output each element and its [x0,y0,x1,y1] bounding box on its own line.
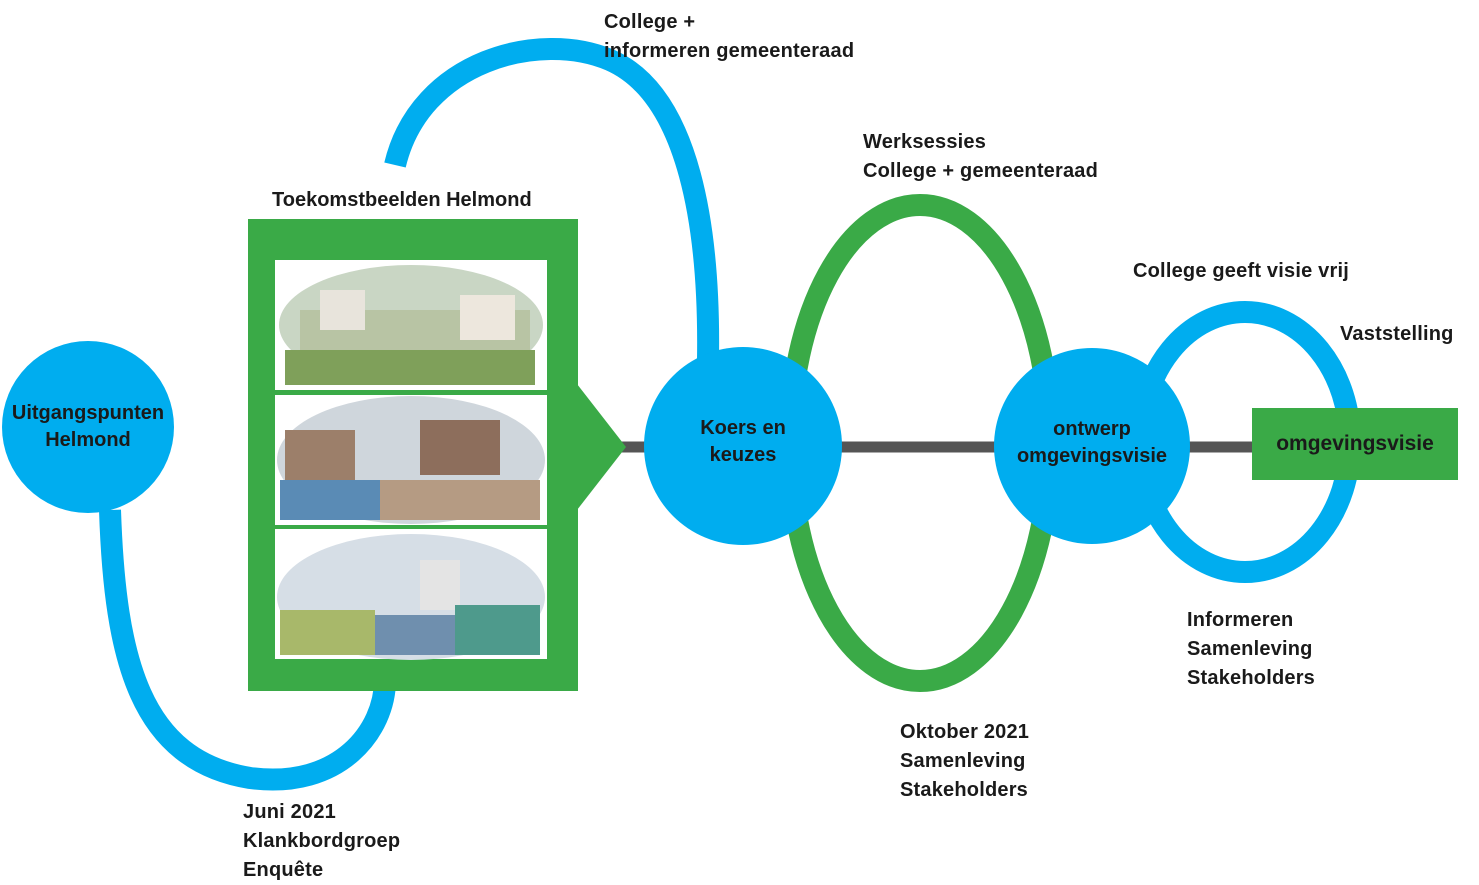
image-box-title: Toekomstbeelden Helmond [272,189,532,211]
toekomstbeeld-2 [275,395,547,525]
node-koers-circle [644,347,842,545]
label-werksessies: Werksessies College + gemeenteraad [863,131,1099,182]
node-ontwerp-circle [994,348,1190,544]
toekomstbeeld-3 [275,529,547,660]
label-informeren: Informeren Samenleving Stakeholders [1187,609,1316,689]
image-box-arrow [577,384,626,510]
college-loop [384,38,720,361]
label-juni: Juni 2021 Klankbordgroep Enquête [243,801,401,881]
node-final-label: omgevingsvisie [1276,432,1434,455]
node-ontwerp-label: ontwerp omgevingsvisie [1016,418,1168,467]
node-final-box: omgevingsvisie [1252,408,1458,480]
node-start-circle [2,341,174,513]
label-college-informeren: College + informeren gemeenteraad [604,11,855,62]
label-vaststelling: Vaststelling [1340,323,1454,345]
start-loop [99,509,396,791]
node-start-label: Uitgangspunten Helmond [11,402,165,451]
label-oktober: Oktober 2021 Samenleving Stakeholders [900,721,1030,801]
node-koers-label: Koers en keuzes [700,417,786,466]
toekomstbeeld-1 [275,260,547,390]
label-college-vrij: College geeft visie vrij [1133,260,1349,282]
